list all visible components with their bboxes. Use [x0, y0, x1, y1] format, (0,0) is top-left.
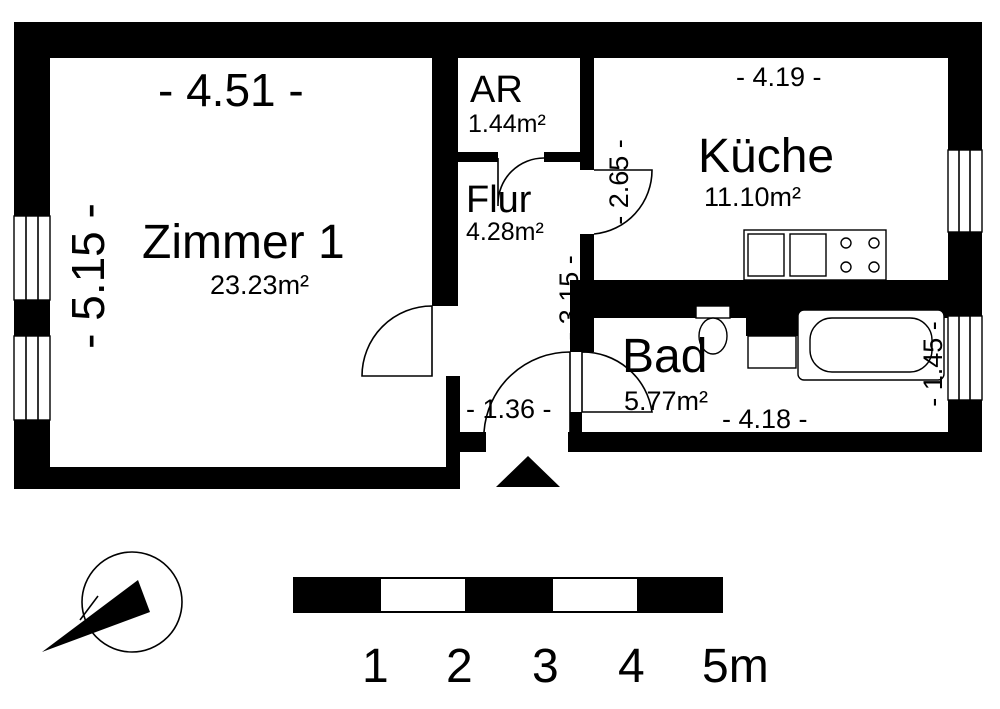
window-bad: [947, 315, 983, 401]
toilet-bowl: [698, 317, 728, 355]
room-name-zimmer1: Zimmer 1: [142, 216, 345, 269]
scale-bar: 1 2 3 4 5m: [293, 577, 769, 693]
wall-top: [14, 22, 982, 58]
dim-bad-depth: - 1.45 -: [918, 321, 948, 407]
dim-zimmer-width: - 4.51 -: [158, 64, 304, 116]
scale-label-4: 4: [618, 640, 645, 693]
scale-segment-5: [637, 577, 723, 613]
wall-zimmer-flur-lower: [446, 376, 460, 489]
dim-kueche-depth: - 2.65 -: [604, 139, 634, 225]
scale-label-3: 3: [532, 640, 559, 693]
north-arrow-icon: [42, 551, 183, 653]
wall-ar-bottom-left: [458, 152, 498, 162]
room-area-kueche: 11.10m²: [704, 182, 801, 212]
room-area-ar: 1.44m²: [468, 110, 546, 138]
door-kueche: [593, 169, 653, 235]
wall-bottom-zimmer: [14, 467, 460, 489]
scale-label-5: 5m: [702, 640, 769, 693]
door-entrance: [483, 351, 571, 433]
room-name-ar: AR: [470, 69, 523, 111]
stove-burner-2: [868, 237, 880, 249]
wall-flur-bad-lower: [570, 412, 582, 452]
bath-fixtures: [695, 305, 945, 381]
dim-kueche-width: - 4.19 -: [736, 62, 822, 92]
wall-flur-kueche-lower: [580, 234, 594, 292]
wall-bad-stub: [746, 306, 798, 336]
wall-flur-kueche-upper: [580, 58, 594, 170]
stove-burner-4: [868, 261, 880, 273]
dim-bad-width: - 4.18 -: [722, 404, 808, 434]
sink-bowl-right: [789, 233, 827, 277]
wall-zimmer-flur-upper: [432, 58, 458, 306]
room-name-flur: Flur: [466, 179, 532, 221]
room-labels: Zimmer 1 23.23m² AR 1.44m² Flur 4.28m² K…: [142, 69, 834, 416]
windows: [13, 149, 983, 421]
wall-flur-bad-upper: [570, 280, 594, 352]
window-zimmer-lower: [13, 335, 51, 421]
dimension-labels: - 4.51 - - 5.15 - - 4.19 - - 2.65 - - 3.…: [62, 62, 948, 434]
stove-burner-3: [840, 261, 852, 273]
scale-segment-3: [465, 577, 553, 613]
scale-segment-2: [379, 577, 467, 613]
doors: [361, 157, 653, 433]
scale-label-1: 1: [362, 640, 389, 693]
room-name-bad: Bad: [622, 330, 707, 383]
entrance-arrow-icon: [496, 456, 560, 487]
dim-flur-length: - 3.15 -: [554, 255, 584, 341]
wall-bottom-right: [568, 432, 982, 452]
door-ar: [497, 157, 545, 206]
wall-ar-bottom-right: [544, 152, 584, 162]
washbasin: [747, 335, 797, 369]
room-name-kueche: Küche: [698, 130, 834, 183]
scale-segment-4: [551, 577, 639, 613]
room-area-zimmer1: 23.23m²: [210, 270, 309, 300]
sink-bowl-left: [747, 233, 785, 277]
room-area-bad: 5.77m²: [624, 386, 708, 416]
window-kueche: [947, 149, 983, 233]
stove-burner-1: [840, 237, 852, 249]
room-area-flur: 4.28m²: [466, 218, 544, 246]
toilet-tank: [695, 305, 731, 319]
door-zimmer: [361, 305, 433, 377]
scale-segment-1: [293, 577, 381, 613]
kitchen-fixtures: [743, 229, 887, 281]
bathtub-inner: [809, 317, 933, 373]
scale-label-2: 2: [446, 640, 473, 693]
dim-zimmer-height: - 5.15 -: [62, 203, 114, 349]
window-zimmer-upper: [13, 215, 51, 301]
dim-flur-width: - 1.36 -: [466, 394, 552, 424]
door-bad: [581, 351, 653, 413]
